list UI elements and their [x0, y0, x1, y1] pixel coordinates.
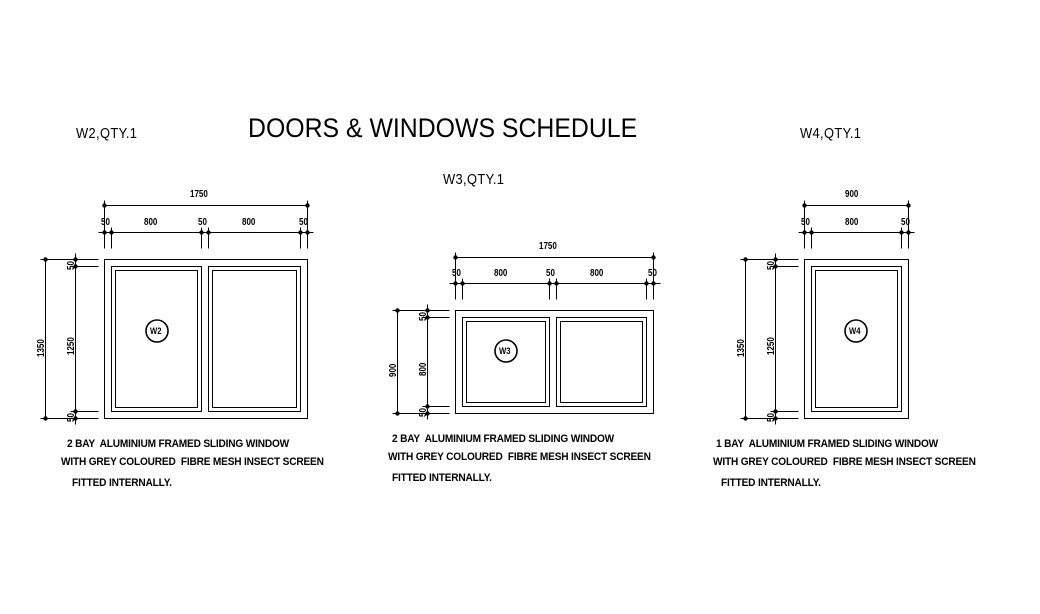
- w3-height-overall-text: 900: [388, 363, 399, 377]
- w3-dim-overall-height: [392, 308, 450, 416]
- w2-height-bottom-seg-text: 50: [66, 413, 77, 422]
- w3-dim-chain-height: [422, 304, 450, 420]
- w4-note-line-2: WITH GREY COLOURED FIBRE MESH INSECT SCR…: [713, 456, 976, 468]
- window-w4-geometry: [804, 259, 909, 419]
- w4-height-inner-text: 1250: [766, 337, 777, 355]
- w3-note-line-3: FITTED INTERNALLY.: [392, 472, 492, 484]
- w3-height-inner-text: 800: [418, 362, 429, 376]
- w3-height-bottom-seg-text: 50: [418, 408, 429, 417]
- w2-note-line-3: FITTED INTERNALLY.: [72, 477, 172, 489]
- w2-width-seg-3-text: 50: [198, 217, 207, 228]
- w2-width-seg-2-text: 800: [144, 217, 158, 228]
- w3-note-line-1: 2 BAY ALUMINIUM FRAMED SLIDING WINDOW: [392, 433, 615, 445]
- w3-dim-chain-width: [449, 278, 661, 300]
- w3-width-overall-text: 1750: [539, 241, 557, 252]
- w4-width-seg-2-text: 800: [845, 217, 859, 228]
- w4-note-line-1: 1 BAY ALUMINIUM FRAMED SLIDING WINDOW: [716, 438, 939, 450]
- w2-height-overall-text: 1350: [36, 339, 47, 357]
- page-title: DOORS & WINDOWS SCHEDULE: [248, 113, 638, 143]
- w2-marker-label: W2: [150, 326, 162, 336]
- w3-width-seg-2-text: 800: [494, 268, 508, 279]
- w3-width-seg-5-text: 50: [648, 268, 657, 279]
- w4-dim-overall-height: [740, 257, 799, 421]
- w4-height-top-seg-text: 50: [766, 261, 777, 270]
- window-tag-w2: W2,QTY.1: [76, 125, 138, 142]
- w4-dim-chain-height: [770, 253, 799, 425]
- w2-width-seg-4-text: 800: [242, 217, 256, 228]
- w2-dim-chain-height: [70, 253, 99, 425]
- window-tag-w4: W4,QTY.1: [800, 125, 862, 142]
- w2-dim-chain-width: [98, 227, 314, 249]
- w3-width-seg-4-text: 800: [590, 268, 604, 279]
- window-w3-geometry: [455, 310, 654, 414]
- w3-width-seg-1-text: 50: [452, 268, 461, 279]
- w2-note-line-1: 2 BAY ALUMINIUM FRAMED SLIDING WINDOW: [67, 438, 290, 450]
- w2-height-inner-text: 1250: [66, 337, 77, 355]
- w2-dim-overall-height: [40, 257, 99, 421]
- window-tag-w3: W3,QTY.1: [443, 171, 505, 188]
- w2-width-seg-1-text: 50: [101, 217, 110, 228]
- window-w2-geometry: [104, 259, 308, 419]
- w3-height-top-seg-text: 50: [418, 312, 429, 321]
- w4-note-line-3: FITTED INTERNALLY.: [721, 477, 821, 489]
- w4-width-seg-1-text: 50: [801, 217, 810, 228]
- w4-height-overall-text: 1350: [736, 339, 747, 357]
- w4-dim-chain-width: [798, 227, 915, 249]
- w3-width-seg-3-text: 50: [546, 268, 555, 279]
- w4-width-overall-text: 900: [845, 189, 859, 200]
- w4-marker-label: W4: [849, 326, 861, 336]
- w2-dim-overall-width: [102, 200, 310, 249]
- w3-dim-overall-width: [453, 252, 656, 300]
- w2-height-top-seg-text: 50: [66, 261, 77, 270]
- w4-height-bottom-seg-text: 50: [766, 413, 777, 422]
- w3-marker-label: W3: [499, 346, 511, 356]
- w4-width-seg-3-text: 50: [901, 217, 910, 228]
- w3-note-line-2: WITH GREY COLOURED FIBRE MESH INSECT SCR…: [388, 451, 651, 463]
- w2-note-line-2: WITH GREY COLOURED FIBRE MESH INSECT SCR…: [61, 456, 324, 468]
- w2-width-overall-text: 1750: [190, 189, 208, 200]
- w2-width-seg-5-text: 50: [299, 217, 308, 228]
- w4-dim-overall-width: [802, 200, 911, 249]
